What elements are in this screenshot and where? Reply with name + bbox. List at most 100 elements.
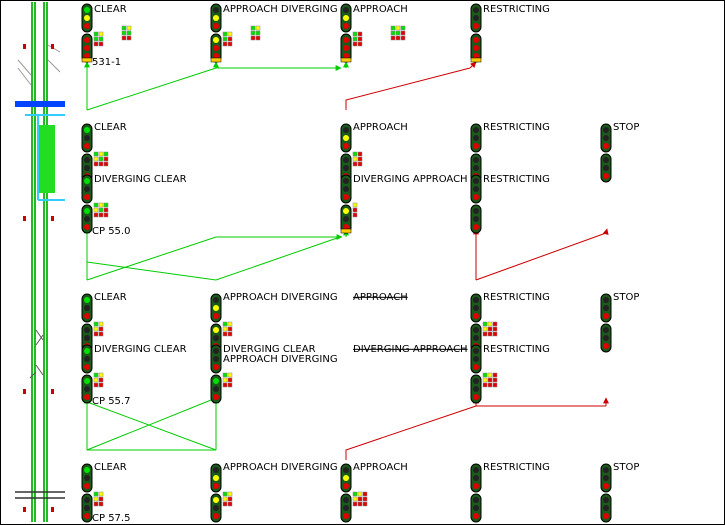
signal-head [81, 344, 93, 374]
signal-lamp [213, 475, 219, 481]
signal-head [340, 463, 352, 493]
yard-switches-top [17, 44, 61, 86]
aspect-label: APPROACH [353, 4, 408, 15]
signal-group [470, 344, 498, 404]
signal-lamp [84, 475, 90, 481]
signal-lamp [473, 297, 479, 303]
signal-lamp [84, 335, 90, 341]
signal-group [210, 463, 233, 523]
transition-line [345, 67, 471, 110]
signal-lamp [603, 335, 609, 341]
signal-lamp [473, 135, 479, 141]
signal-lamp [343, 475, 349, 481]
signal-head [340, 153, 352, 183]
signal-head [600, 463, 612, 493]
signal-group [470, 123, 482, 183]
signal-head [210, 3, 222, 33]
signal-lamp [473, 127, 479, 133]
signal-group [210, 293, 233, 353]
signal-lamp [603, 297, 609, 303]
mini-signal-cluster [222, 491, 233, 507]
mini-signal-cluster [352, 151, 363, 167]
aspect-label-crossed: APPROACH [353, 292, 408, 303]
signal-lamp [213, 394, 219, 400]
signal-group [210, 3, 233, 63]
signal-lamp [473, 467, 479, 473]
signal-lamp [213, 378, 219, 384]
aspect-label-crossed: DIVERGING APPROACH [353, 344, 468, 355]
signal-lamp [84, 364, 90, 370]
signal-lamp [213, 37, 219, 43]
signal-lamp [84, 224, 90, 230]
mini-signal-cluster [482, 321, 498, 337]
signal-lamp [84, 378, 90, 384]
mini-signal-cluster [93, 31, 104, 47]
signal-lamp [473, 224, 479, 230]
signal-lamp [603, 343, 609, 349]
transition-line [215, 236, 341, 281]
signal-head [340, 3, 352, 33]
signal-head [81, 493, 93, 523]
signal-lamp [343, 467, 349, 473]
signal-lamp [84, 143, 90, 149]
signal-lamp [343, 497, 349, 503]
mini-signal-cluster [390, 25, 406, 41]
transition-line [345, 405, 477, 460]
mini-signal-cluster [93, 202, 109, 218]
signal-lamp [473, 327, 479, 333]
mini-signal-cluster [93, 321, 104, 337]
transition-arrow [469, 61, 477, 69]
signal-lamp [473, 178, 479, 184]
signal-lamp [473, 165, 479, 171]
signal-lamp [343, 45, 349, 51]
signal-head [600, 153, 612, 183]
signal-lamp [84, 23, 90, 29]
signal-lamp [603, 475, 609, 481]
mini-signal-cluster [222, 321, 233, 337]
signal-lamp [473, 483, 479, 489]
signal-lamp [473, 208, 479, 214]
aspect-transition-arrows [84, 61, 609, 460]
signal-lamp [84, 483, 90, 489]
signal-group [600, 123, 612, 183]
station-platform [38, 125, 55, 193]
signal-lamp [84, 37, 90, 43]
mini-signal-cluster [121, 25, 132, 41]
signal-lamp [603, 135, 609, 141]
signal-group [81, 463, 104, 523]
signal-lamp [84, 313, 90, 319]
number-plate [210, 57, 222, 63]
signal-head [470, 174, 482, 204]
transition-line [86, 67, 217, 111]
signal-lamp [343, 7, 349, 13]
signal-head [470, 293, 482, 323]
signal-head [470, 204, 482, 234]
signal-lamp [84, 53, 90, 59]
signal-lamp [473, 37, 479, 43]
signal-lamp [473, 475, 479, 481]
aspect-label: DIVERGING CLEAR [94, 174, 187, 185]
location-label-cp550: CP 55.0 [92, 226, 130, 237]
mini-signal-cluster [93, 491, 104, 507]
signal-head [210, 463, 222, 493]
signal-head [81, 3, 93, 33]
signal-group [81, 293, 104, 353]
signal-lamp [213, 53, 219, 59]
signal-lamp [213, 7, 219, 13]
aspect-label: APPROACH DIVERGING [223, 462, 338, 473]
signal-lamp [343, 216, 349, 222]
signal-lamp [603, 305, 609, 311]
signal-head [340, 123, 352, 153]
cyan-siding [25, 114, 65, 201]
mini-signal-cluster [352, 31, 363, 47]
transition-line [86, 401, 217, 451]
signal-group [81, 174, 109, 234]
aspect-label: RESTRICTING [483, 462, 550, 473]
signal-lamp [213, 467, 219, 473]
aspect-label: RESTRICTING [483, 122, 550, 133]
mini-signal-cluster [352, 491, 368, 507]
signal-lamp [84, 178, 90, 184]
signal-head [81, 463, 93, 493]
